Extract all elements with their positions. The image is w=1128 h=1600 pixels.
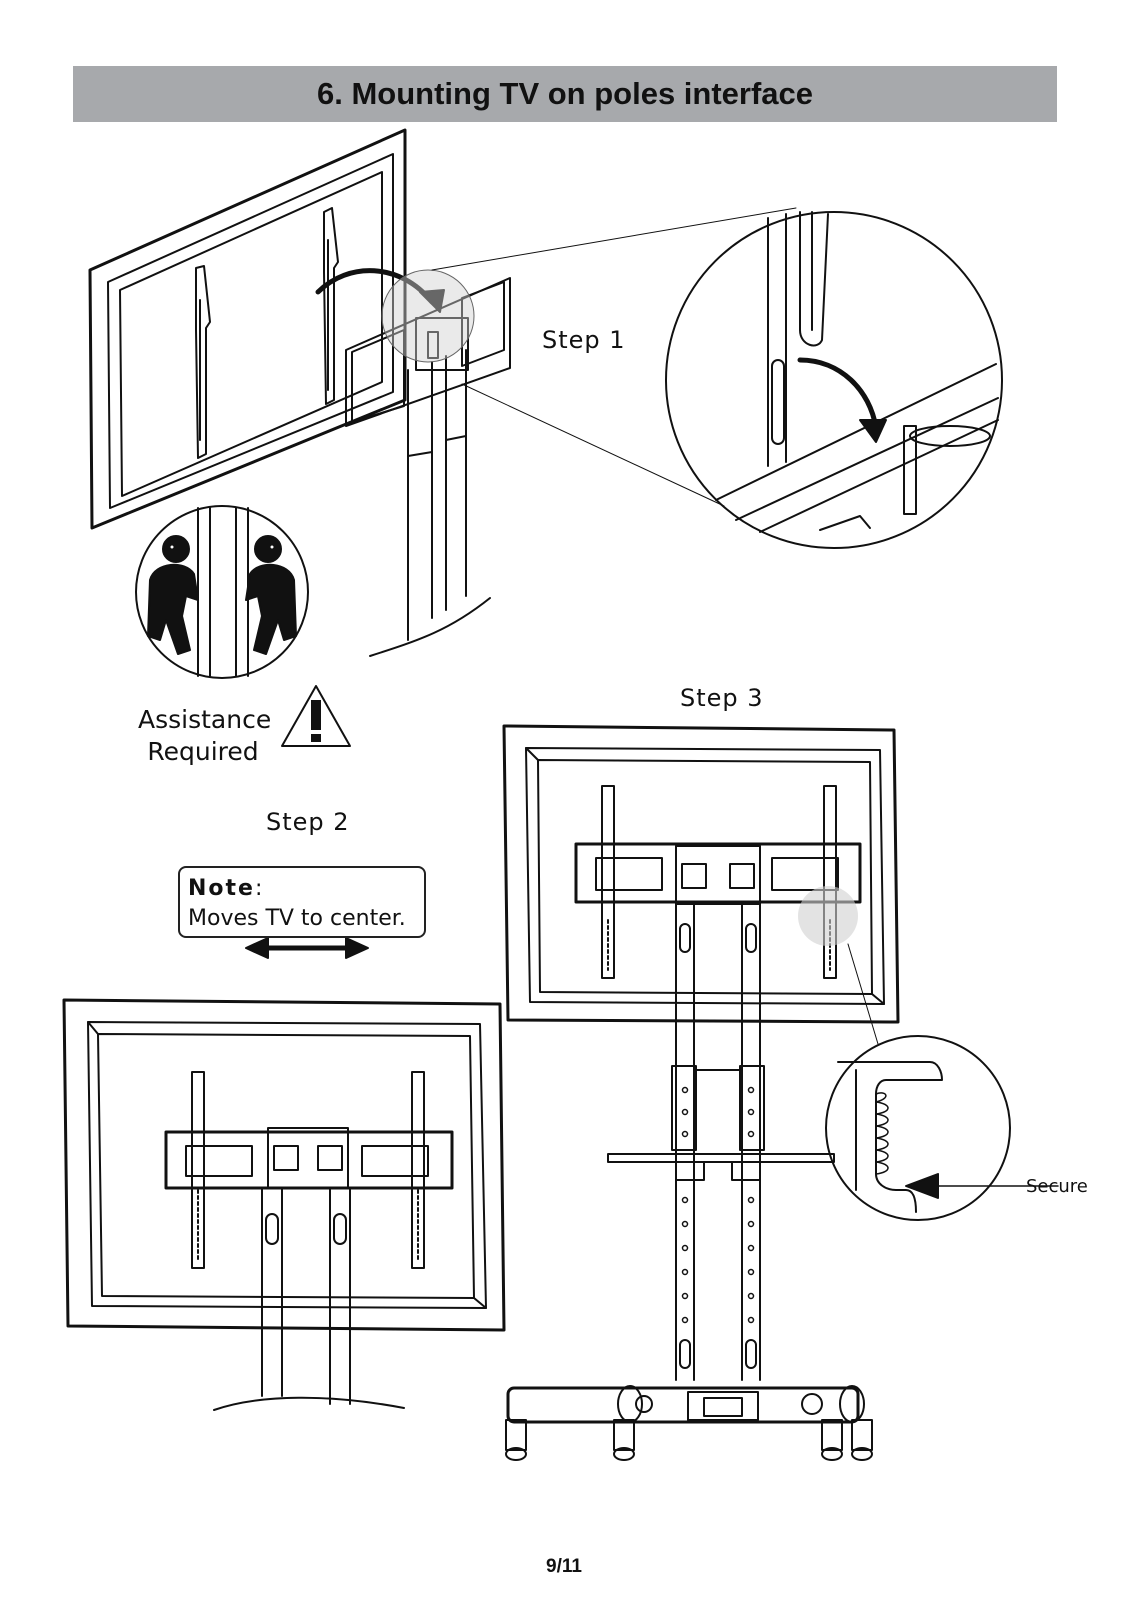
note-text: Moves TV to center. [188,906,406,931]
step3-tv-illustration [504,726,898,1460]
step3-label: Step 3 [680,684,764,712]
note-box: Note: Moves TV to center. [178,866,426,938]
step1-label: Step 1 [542,326,626,354]
warning-icon [282,686,350,746]
step1-detail-zoom [666,212,1002,548]
secure-label: Secure [1026,1176,1088,1197]
step2-tv-illustration [64,1000,504,1410]
step2-label: Step 2 [266,808,350,836]
assistance-line2: Required [147,737,259,766]
note-separator: : [254,876,263,901]
double-arrow-icon [246,938,368,958]
step1-tv-illustration [90,130,796,656]
assistance-line1: Assistance [138,705,272,734]
assistance-required-label: Assistance Required [138,704,272,768]
section-header: 6. Mounting TV on poles interface [73,66,1057,122]
caster-wheels [506,1420,872,1460]
assistance-icon [136,506,308,678]
secure-detail-zoom [826,1036,1058,1220]
page-number: 9/11 [546,1556,582,1577]
section-title: 6. Mounting TV on poles interface [316,76,814,111]
note-label: Note [188,876,255,901]
